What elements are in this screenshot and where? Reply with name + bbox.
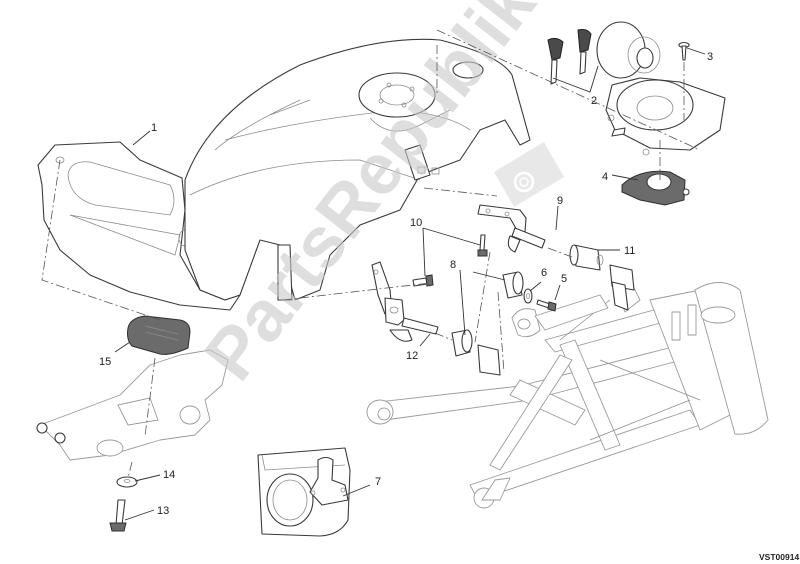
gear-icon	[494, 142, 564, 207]
callout-1: 1	[151, 122, 157, 134]
screw-part-3	[678, 41, 690, 61]
fuel-tank	[37, 38, 531, 311]
alignment-lines	[41, 29, 701, 479]
callout-14: 14	[163, 469, 175, 481]
callout-3: 3	[707, 51, 713, 63]
bracket-part-9	[477, 204, 546, 253]
gasket-part-4	[621, 170, 690, 206]
washer-part-14	[116, 476, 138, 488]
bracket-part-12	[371, 261, 439, 342]
frame	[366, 279, 769, 509]
callout-6: 6	[541, 267, 547, 279]
callout-8: 8	[450, 259, 456, 271]
callout-2: 2	[591, 95, 597, 107]
callout-15: 15	[99, 356, 111, 368]
cover-part-7	[257, 447, 351, 537]
spacer-part-8	[451, 271, 524, 376]
callout-4: 4	[602, 171, 608, 183]
callout-12: 12	[406, 350, 418, 362]
callout-7: 7	[375, 476, 381, 488]
pad-part-15	[127, 315, 191, 355]
callout-11: 11	[624, 245, 635, 257]
callouts: 1 2 3 4 5 6 7 8 9 10 11 12 13 14 15	[99, 51, 713, 517]
filler-cap-assembly	[547, 21, 726, 156]
screw-part-5	[536, 299, 557, 312]
screw-part-13	[109, 499, 127, 532]
callout-9: 9	[557, 195, 563, 207]
leader-lines	[114, 47, 706, 521]
bushing-part-11	[569, 244, 635, 311]
washer-part-6	[523, 288, 533, 304]
callout-10: 10	[410, 217, 422, 229]
drawing-code: VST00914	[759, 552, 799, 562]
mount-plate	[36, 349, 229, 461]
callout-5: 5	[561, 273, 567, 285]
callout-13: 13	[157, 505, 169, 517]
